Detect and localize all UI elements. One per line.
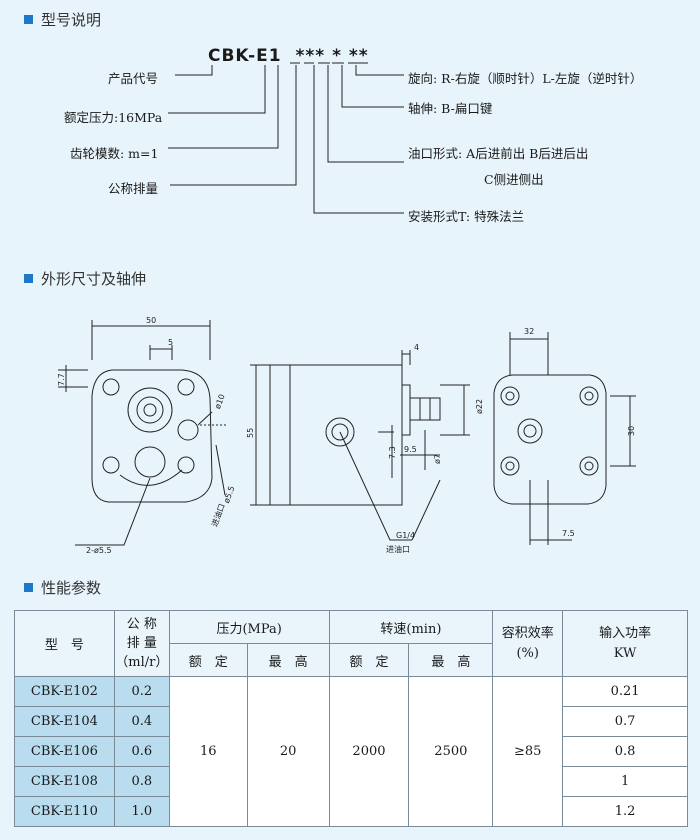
leader-rotation [355,65,404,76]
cell-speed-rated: 2000 [328,676,410,827]
technical-drawing: 50 5 7.7 ø10 ø5.5 进油口 2-ø5.5 55 4 ø22 ø7… [57,62,636,555]
leader-pressure [168,65,266,114]
label-shaft: 轴伸: B-扁口键 [408,101,493,116]
rear-bolt-bl [500,456,520,476]
front-shaft-inner [143,403,157,417]
dim-rear-32: 32 [524,327,534,336]
th-power: 输入功率 KW [562,610,688,677]
dim-front-50: 50 [146,316,156,325]
table-row: CBK-E106 0.6 0.8 [14,736,688,767]
dim-front-7-7: 7.7 [57,373,66,386]
leader-product [175,65,213,76]
side-port-label: G1/4 [396,531,415,540]
label-oil-port-c: C侧进侧出 [484,172,544,187]
side-view [250,350,470,541]
th-model: 型 号 [14,610,115,677]
cell-pressure-max: 20 [246,676,330,827]
rear-bolt-tr [579,386,599,406]
front-body [91,369,213,503]
label-product-code: 产品代号 [108,71,159,86]
dim-side-4: 4 [414,343,419,352]
th-pressure-max: 最 高 [246,643,330,677]
front-bolt-tr [177,378,195,396]
dim-side-d22: ø22 [475,399,484,414]
section-model-title: 型号说明 [24,9,101,30]
label-displacement: 公称排量 [108,181,159,196]
table-row: CBK-E108 0.8 1 [14,766,688,797]
dim-front-5: 5 [168,338,173,347]
label-mounting: 安装形式T: 特殊法兰 [408,209,525,224]
front-gear-lower [134,446,166,478]
label-rotation: 旋向: R-右旋（顺时针）L-左旋（逆时针） [408,71,643,86]
leader-module [168,65,279,149]
square-bullet-icon [24,583,33,592]
cell-efficiency: ≥85 [492,676,564,827]
dim-front-d5-5: ø5.5 [222,485,236,505]
cell-speed-max: 2500 [408,676,494,827]
rear-bolt-br [579,456,599,476]
dim-side-55: 55 [246,428,255,438]
th-speed-max: 最 高 [408,643,494,677]
rear-port [517,418,543,444]
side-port-inner [331,423,349,441]
front-bolt-tl [102,378,120,396]
dim-side-7-3: 7.3 [388,446,397,459]
leader-mount [313,65,404,214]
square-bullet-icon [24,274,33,283]
side-port-outer [325,417,355,447]
th-speed-rated: 额 定 [328,643,410,677]
th-displacement: 公 称 排 量 （ml/r） [113,610,170,677]
th-efficiency: 容积效率 (%) [492,610,564,677]
rear-body [493,374,607,505]
front-bolt-br [177,456,195,474]
side-inlet-label: 进油口 [386,544,410,554]
leader-shaft [341,65,404,108]
side-pilot [401,384,411,436]
front-shaft-outer [127,387,173,433]
dim-rear-30: 30 [627,426,636,436]
side-shaft [409,397,441,421]
front-view [58,320,226,546]
dim-side-d7: ø7 [433,454,442,464]
front-bolt-bl [102,456,120,474]
rear-bolt-tl [500,386,520,406]
label-rated-pressure: 额定压力:16MPa [64,110,163,125]
square-bullet-icon [24,15,33,24]
leader-disp [170,65,297,186]
leader-port [327,65,404,163]
dim-front-d10: ø10 [213,393,227,410]
table-row: CBK-E110 1.0 1.2 [14,796,688,827]
th-pressure-rated: 额 定 [168,643,248,677]
section-dims-title: 外形尺寸及轴伸 [24,268,146,289]
side-body [289,364,403,506]
table-row: CBK-E102 0.2 16 20 2000 2500 ≥85 0.21 [14,676,688,827]
side-flange [269,364,291,506]
dim-front-holes: 2-ø5.5 [86,546,112,555]
front-shaft-mid [136,396,164,424]
dim-rear-7-5: 7.5 [562,529,575,538]
label-gear-module: 齿轮模数: m=1 [70,146,159,161]
section-perf-title: 性能参数 [24,577,101,598]
th-pressure: 压力(MPa) [168,610,330,644]
front-port [177,419,199,441]
front-inlet-label: 进油口 [209,502,227,528]
cell-pressure-rated: 16 [168,676,248,827]
th-speed: 转速(min) [328,610,494,644]
model-code: CBK-E1 *** * ** [208,46,369,66]
label-oil-port: 油口形式: A后进前出 B后进后出 [408,146,589,161]
dim-side-9-5: 9.5 [404,445,417,454]
performance-table: 型 号 公 称 排 量 （ml/r） 压力(MPa) 转速(min) 容积效率 … [14,610,688,827]
rear-view [493,332,636,545]
table-row: CBK-E104 0.4 0.7 [14,706,688,737]
